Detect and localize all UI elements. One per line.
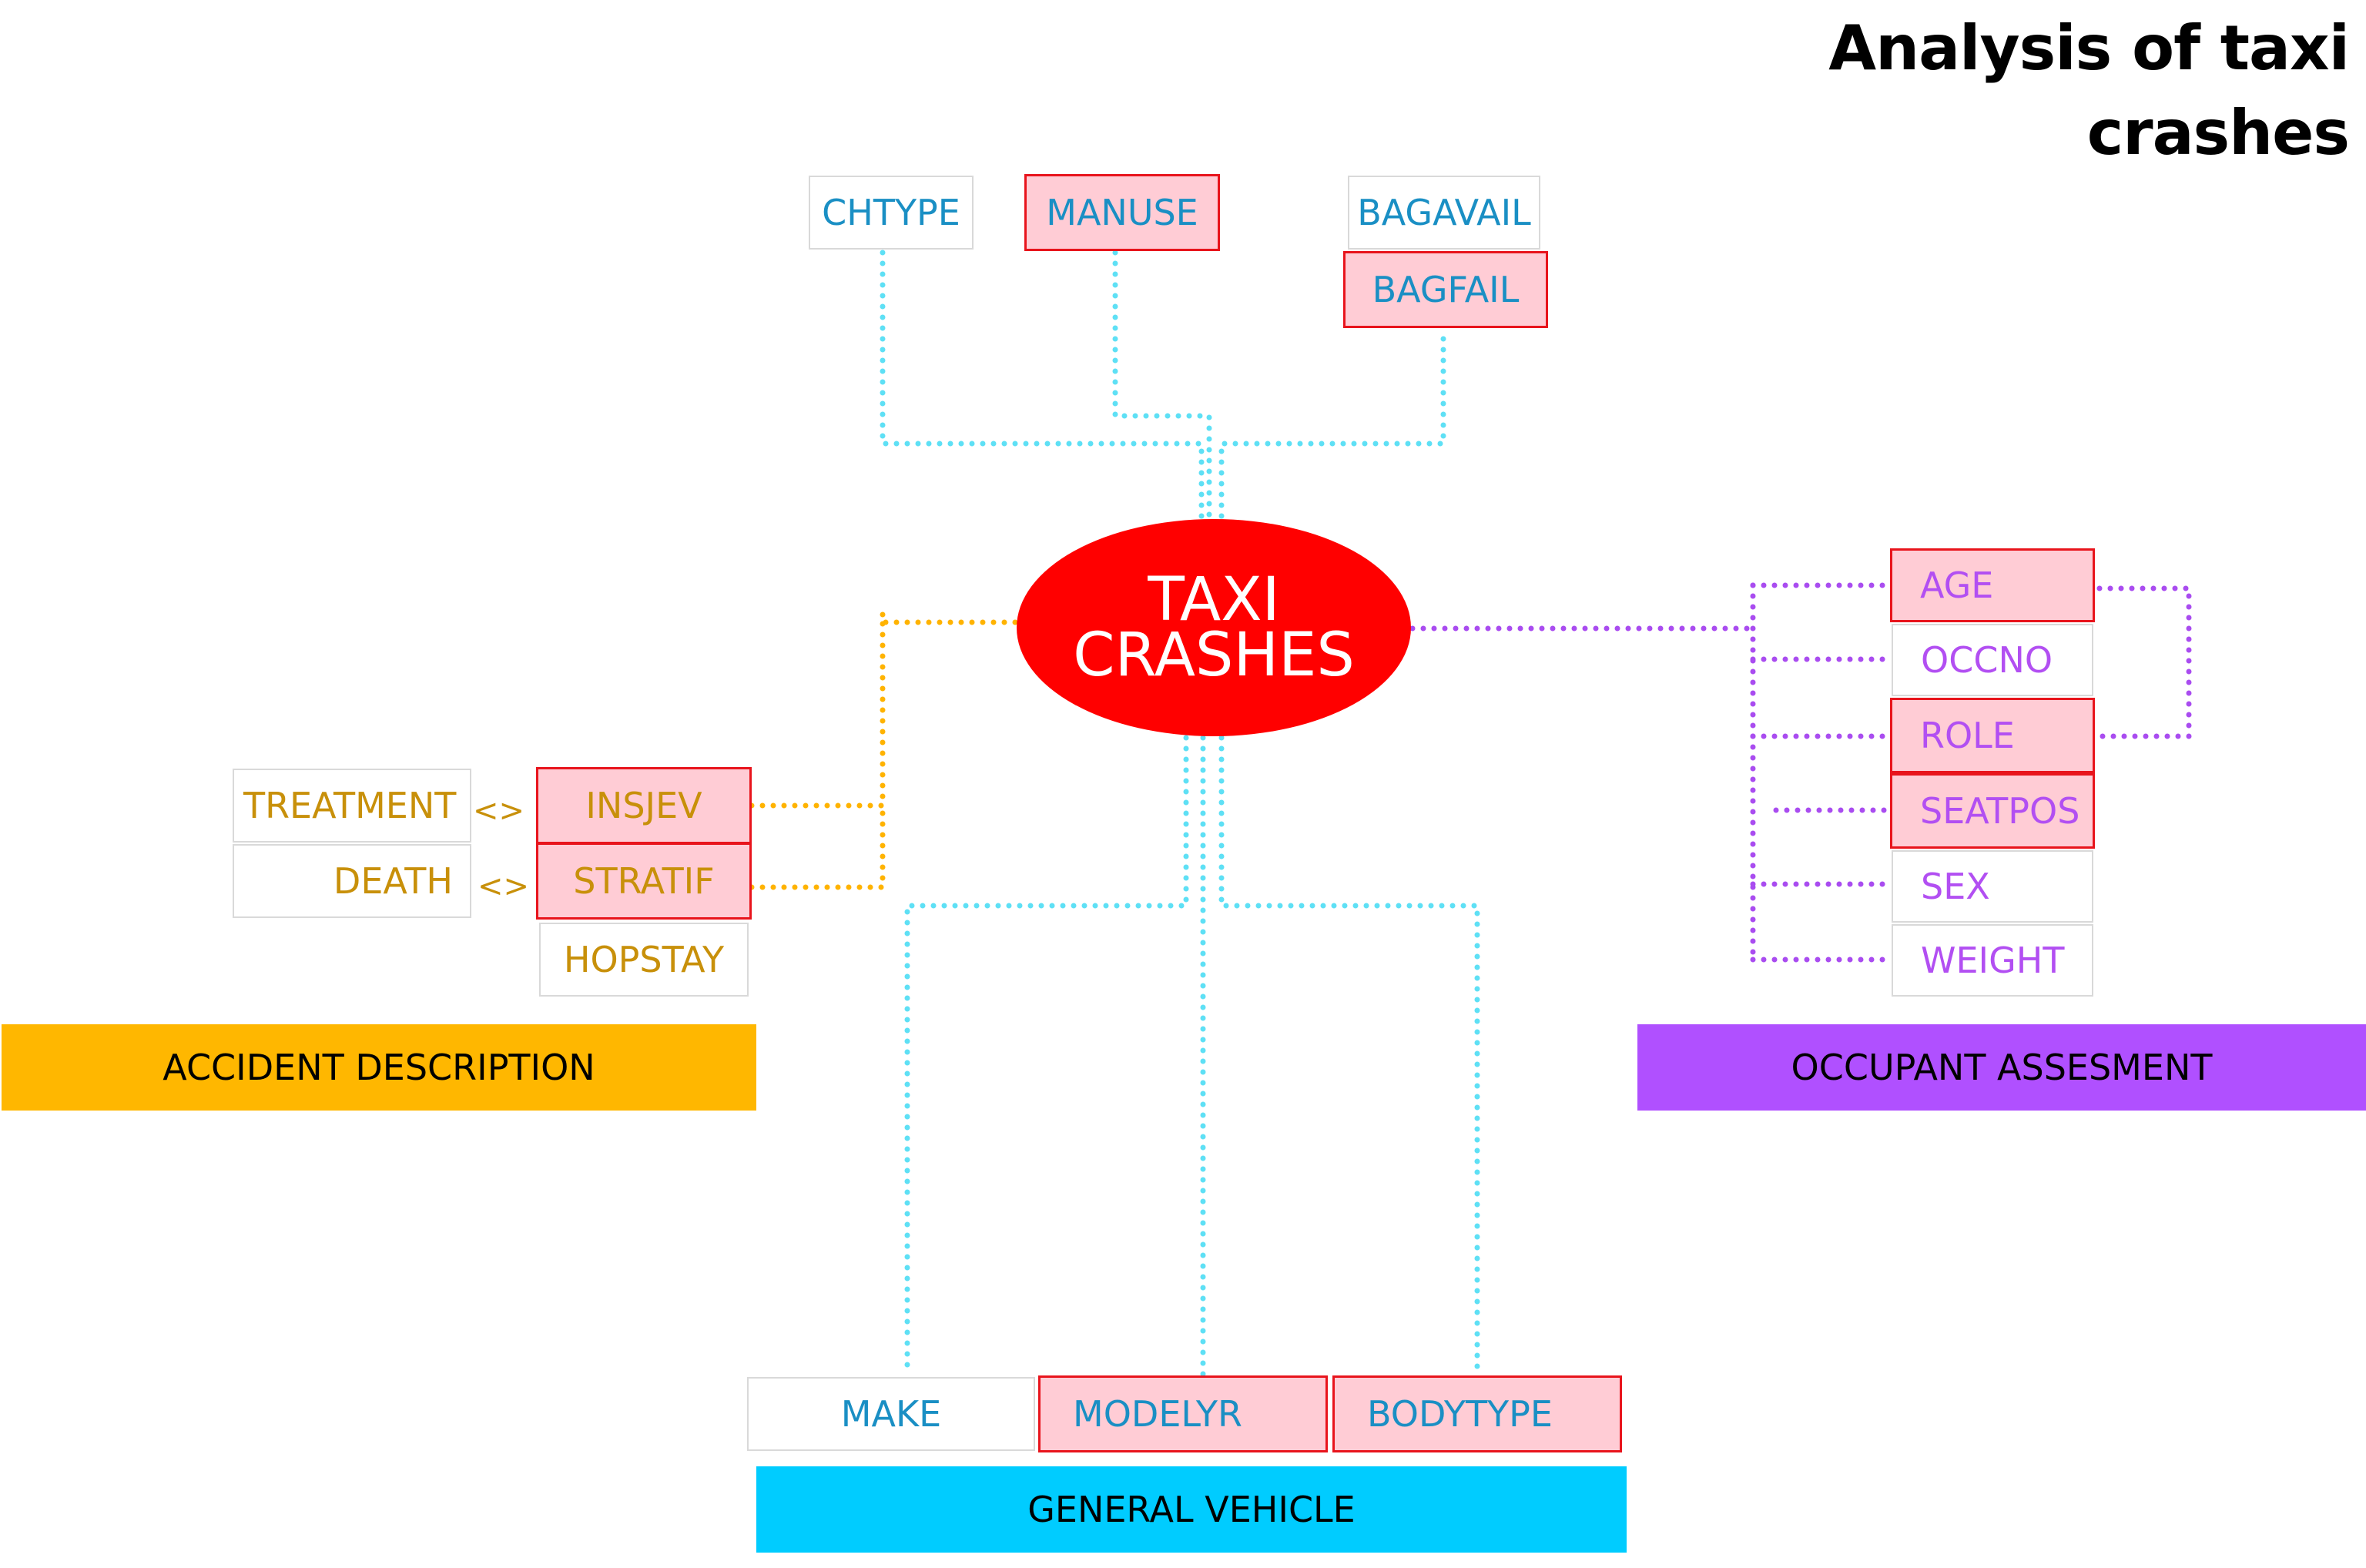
occno-box: OCCNO (1892, 624, 2093, 696)
bagfail-label: BAGFAIL (1372, 269, 1520, 310)
bodytype-link (1218, 735, 1480, 1379)
sex-label: SEX (1921, 866, 1990, 907)
vehicle-bottom-links (904, 735, 1480, 1379)
seatpos-box: SEATPOS (1890, 773, 2095, 849)
weight-label: WEIGHT (1921, 940, 2065, 981)
stratif-box: STRATIF (536, 843, 752, 920)
bodytype-label: BODYTYPE (1367, 1393, 1553, 1435)
occupant-links (1409, 582, 2192, 963)
manuse-link (1112, 250, 1212, 522)
hopstay-label: HOPSTAY (563, 939, 725, 980)
role-label: ROLE (1920, 715, 2015, 756)
make-box: MAKE (747, 1377, 1035, 1451)
occno-label: OCCNO (1921, 639, 2053, 681)
role-box: ROLE (1890, 698, 2095, 773)
bagavail-box: BAGAVAIL (1348, 176, 1540, 250)
sex-box: SEX (1892, 850, 2093, 923)
center-line1: TAXI (1148, 565, 1280, 635)
treatment-box: TREATMENT (233, 769, 471, 843)
age-box: AGE (1890, 548, 2095, 622)
stratif-link (749, 802, 886, 890)
make-label: MAKE (840, 1393, 942, 1435)
make-link (904, 735, 1189, 1379)
insjev-box: INSJEV (536, 767, 752, 844)
bagavail-label: BAGAVAIL (1357, 192, 1531, 233)
accident-band-label: ACCIDENT DESCRIPTION (163, 1047, 595, 1088)
chtype-box: CHTYPE (809, 176, 974, 250)
manuse-box: MANUSE (1024, 174, 1220, 251)
occupant-assesment-band: OCCUPANT ASSESMENT (1637, 1024, 2366, 1111)
accident-links (749, 605, 1018, 890)
vehicle-band-label: GENERAL VEHICLE (1027, 1489, 1356, 1530)
center-line2: CRASHES (1073, 621, 1355, 690)
death-stratif-arrow: <> (478, 869, 530, 904)
bodytype-box: BODYTYPE (1332, 1375, 1622, 1452)
modelyr-box: MODELYR (1038, 1375, 1328, 1452)
chtype-link (880, 250, 1205, 522)
modelyr-label: MODELYR (1073, 1393, 1242, 1435)
vehicle-top-links (880, 250, 1446, 522)
bagfail-link (1218, 336, 1446, 522)
manuse-label: MANUSE (1046, 192, 1198, 233)
center-left-link (880, 605, 1018, 625)
stratif-label: STRATIF (573, 860, 715, 902)
treatment-label: TREATMENT (243, 785, 457, 826)
weight-box: WEIGHT (1892, 924, 2093, 997)
general-vehicle-band: GENERAL VEHICLE (756, 1466, 1627, 1553)
seatpos-label: SEATPOS (1920, 790, 2080, 832)
death-box: DEATH (233, 844, 471, 918)
treatment-insjev-arrow: <> (473, 793, 525, 829)
insjev-label: INSJEV (585, 785, 702, 826)
taxi-crashes-node: TAXI CRASHES (1017, 519, 1411, 736)
chtype-label: CHTYPE (822, 192, 960, 233)
age-role-link (2096, 585, 2192, 739)
accident-description-band: ACCIDENT DESCRIPTION (2, 1024, 756, 1111)
insjev-link (749, 619, 886, 809)
age-label: AGE (1920, 565, 1994, 606)
hopstay-box: HOPSTAY (539, 923, 749, 997)
death-label: DEATH (333, 860, 453, 902)
page-title: Analysis of taxi crashes (1828, 12, 2350, 169)
occupant-band-label: OCCUPANT ASSESMENT (1791, 1047, 2213, 1088)
bagfail-box: BAGFAIL (1343, 251, 1548, 328)
